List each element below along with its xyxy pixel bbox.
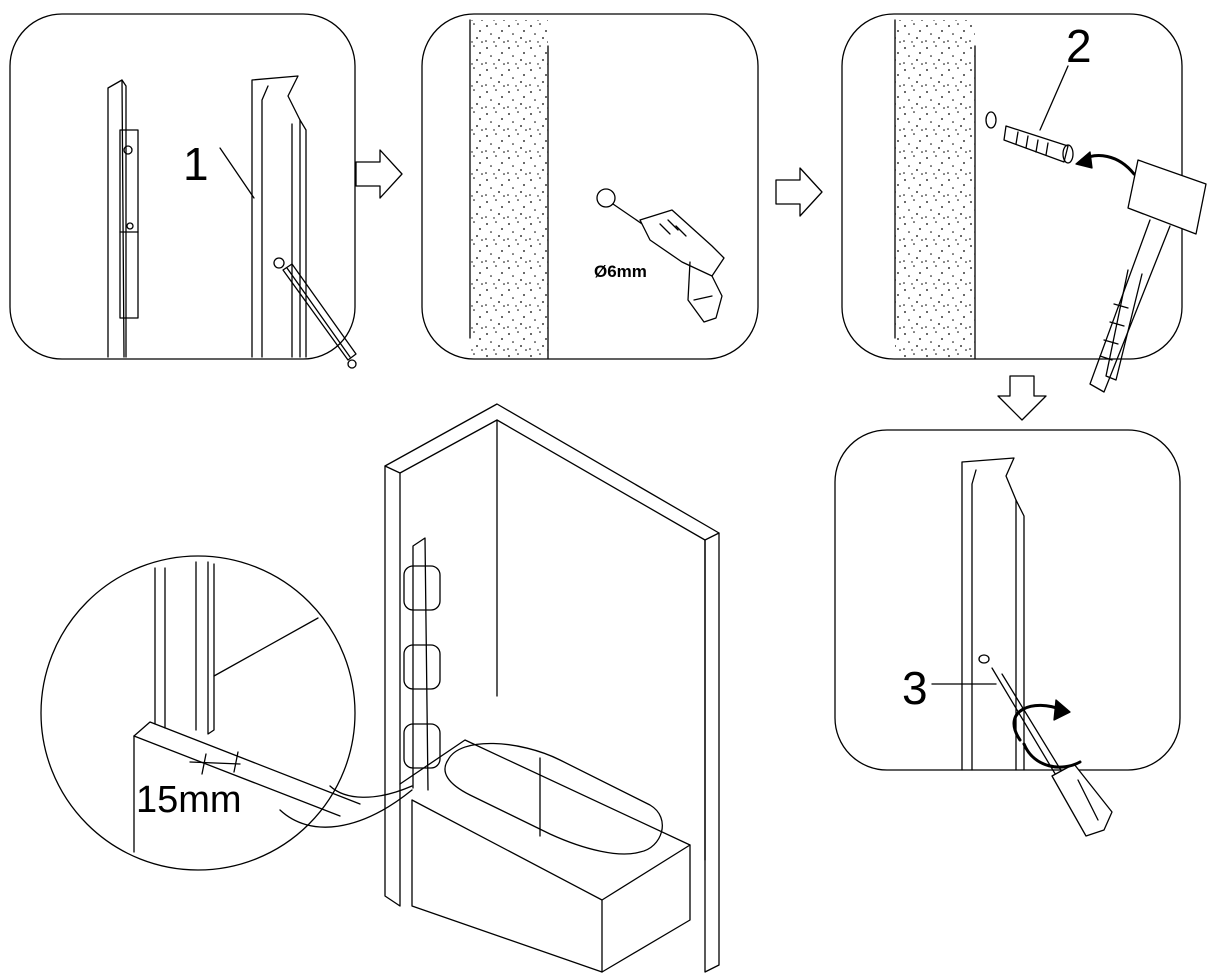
bathroom-illustration: [384, 403, 720, 973]
gap-dimension-label: 15mm: [136, 779, 242, 821]
wall-profile: [412, 537, 429, 791]
step-1-leader: [219, 147, 255, 199]
arrow-down-icon: [997, 375, 1047, 421]
wall-profile: [251, 75, 307, 358]
wall-profile: [961, 457, 1025, 771]
step-1-number: 1: [183, 138, 209, 190]
hammer-icon: [1089, 159, 1207, 393]
detail-magnifier: 15mm: [40, 555, 413, 871]
panel-step-2-drill: Ø6mm: [421, 13, 759, 360]
pencil-icon: [273, 257, 357, 369]
arrow-right-icon: [355, 149, 403, 199]
step-2-number: 2: [1066, 20, 1092, 72]
step-3-number: 3: [902, 662, 928, 714]
screw-hole: [978, 654, 990, 664]
bathtub: [399, 739, 691, 973]
step-2-leader: [1039, 65, 1069, 131]
panel-step-1: 1: [9, 13, 357, 369]
arrow-right-icon: [775, 167, 823, 217]
screwdriver-icon: [991, 667, 1113, 837]
wall-section: [894, 19, 976, 359]
drill-icon: [596, 188, 725, 323]
rotation-arrow: [1012, 699, 1082, 769]
wall-section: [469, 19, 549, 359]
panel-step-2-plug: 2: [841, 13, 1207, 393]
spirit-level-icon: [107, 79, 139, 358]
drill-size-label: Ø6mm: [594, 262, 647, 281]
panel-step-3: 3: [834, 429, 1181, 837]
gap-dimension: [189, 751, 241, 775]
wall-plug-icon: [985, 111, 1074, 164]
